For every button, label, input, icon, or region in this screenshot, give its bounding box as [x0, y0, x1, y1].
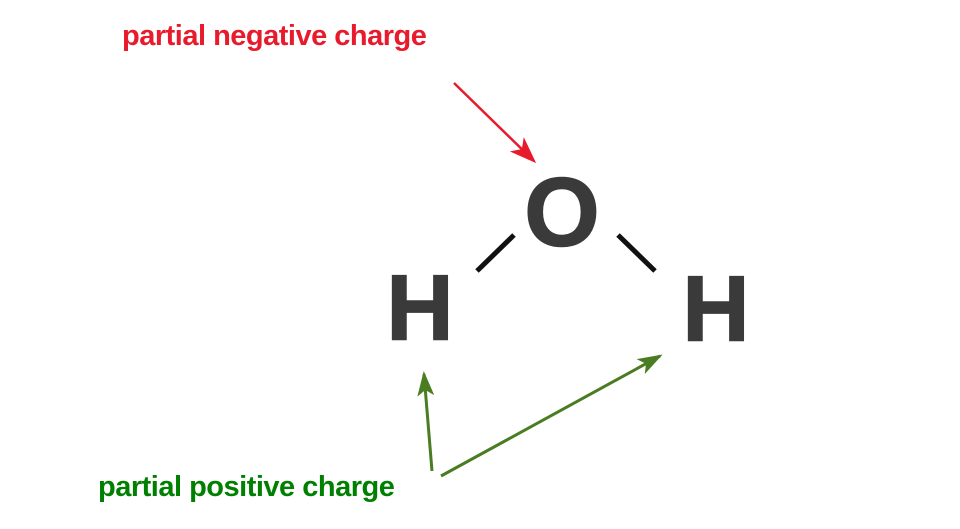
positive-charge-arrow-left	[417, 371, 435, 472]
bond-left	[475, 233, 516, 273]
positive-charge-arrow-right	[440, 354, 663, 478]
bond-right	[616, 233, 657, 273]
positive-charge-label: partial positive charge	[98, 471, 395, 503]
oxygen-atom: O	[524, 157, 601, 267]
negative-charge-label: partial negative charge	[122, 20, 427, 52]
hydrogen-atom-right: H	[682, 256, 751, 361]
negative-charge-arrow	[453, 82, 537, 164]
hydrogen-atom-left: H	[386, 255, 455, 360]
